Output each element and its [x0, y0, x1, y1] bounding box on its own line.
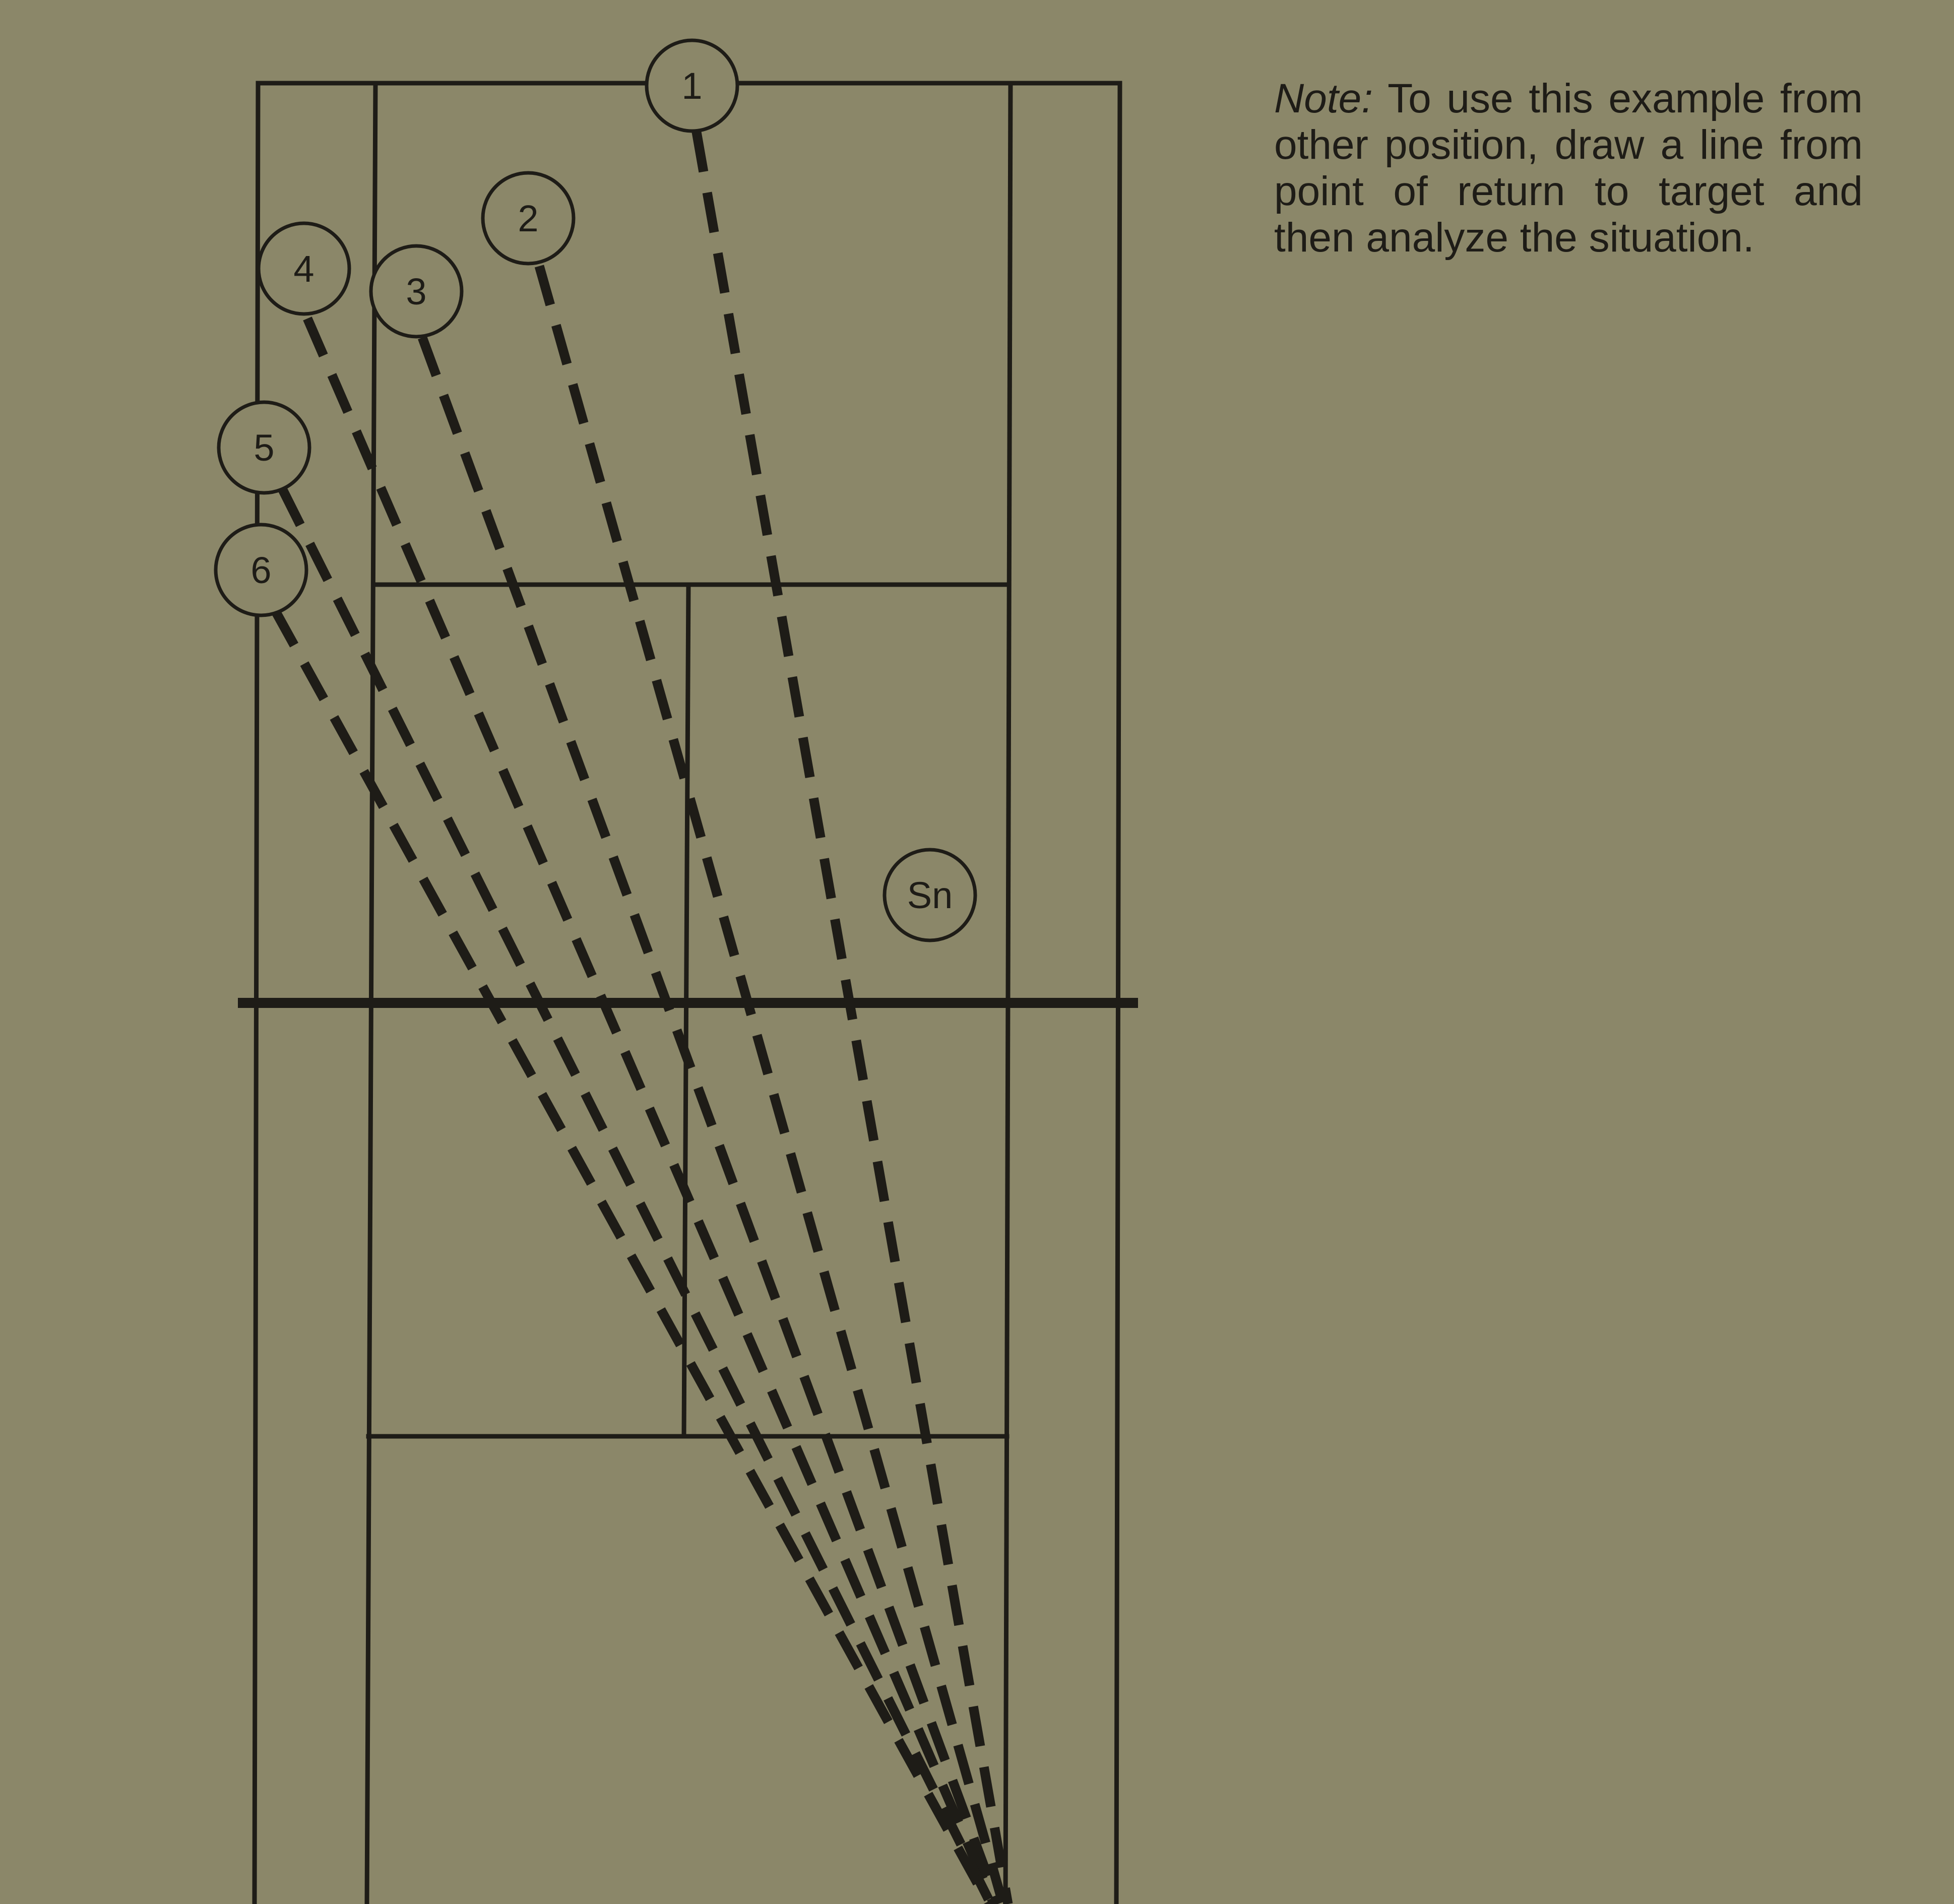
- shot-line-4: [303, 316, 998, 1904]
- court-left-inner-sideline: [364, 81, 378, 1904]
- note-body: To use this example from other position,…: [1274, 76, 1863, 261]
- note-text-block: Note: To use this example from other pos…: [1274, 76, 1863, 261]
- shot-line-2: [534, 265, 1008, 1904]
- position-marker-sn: Sn: [883, 848, 977, 942]
- court-right-outer-sideline: [1114, 81, 1122, 1904]
- shot-line-5: [278, 486, 995, 1904]
- marker-label-6: 6: [250, 549, 271, 591]
- shot-line-3: [418, 336, 1002, 1904]
- marker-label-1: 1: [681, 65, 702, 107]
- note-label: Note:: [1274, 76, 1373, 121]
- center-service-line: [681, 582, 691, 1439]
- position-marker-3: 3: [369, 244, 464, 339]
- position-marker-6: 6: [214, 523, 308, 617]
- position-marker-2: 2: [481, 171, 576, 266]
- marker-label-3: 3: [406, 271, 426, 312]
- position-marker-5: 5: [217, 400, 311, 495]
- position-marker-4: 4: [257, 221, 351, 316]
- shot-line-6: [270, 607, 993, 1904]
- position-marker-1: 1: [645, 38, 739, 133]
- court-left-outer-sideline: [252, 81, 261, 1904]
- shot-line-1: [691, 131, 1013, 1904]
- marker-label-sn: Sn: [907, 874, 953, 916]
- marker-label-2: 2: [518, 198, 538, 239]
- marker-label-5: 5: [254, 427, 274, 469]
- court-right-inner-sideline: [1003, 81, 1013, 1904]
- marker-label-4: 4: [293, 248, 314, 290]
